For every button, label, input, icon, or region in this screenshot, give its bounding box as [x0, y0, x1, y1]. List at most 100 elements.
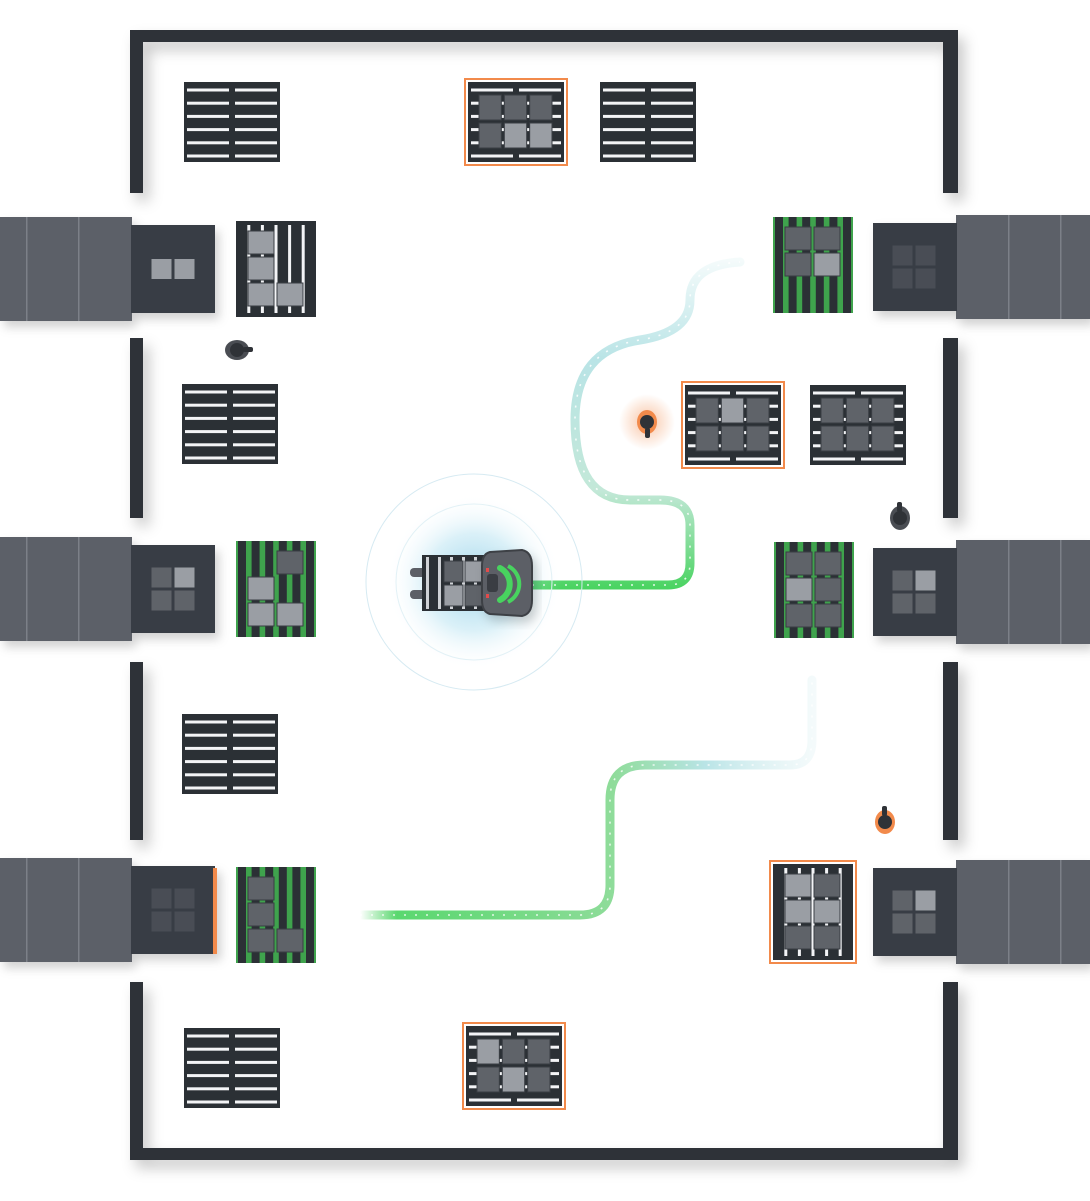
pallet-slat — [235, 154, 277, 158]
pallet-slat — [185, 430, 227, 434]
pallet-icon — [236, 221, 316, 317]
box-icon — [845, 397, 870, 424]
loading-dock-icon — [0, 537, 215, 641]
box-icon — [813, 226, 841, 251]
wall-segment — [943, 30, 958, 193]
box-icon — [784, 226, 812, 251]
pallet-slat — [235, 1100, 277, 1104]
box-icon — [151, 911, 172, 932]
worker-head — [878, 815, 892, 829]
pallet-slat — [812, 546, 816, 634]
box-icon — [151, 567, 172, 588]
pallet-slat — [235, 88, 277, 92]
box-icon — [892, 890, 913, 911]
pallet-slat — [651, 128, 693, 132]
box-icon — [529, 122, 553, 149]
box-icon — [247, 256, 275, 281]
dock-platform — [956, 860, 1090, 964]
pallet-slat — [185, 416, 227, 420]
robot-routes — [355, 257, 817, 920]
worker-head — [640, 415, 654, 429]
pallet-slat — [274, 545, 278, 633]
pallet-slat — [233, 720, 275, 724]
pallet-slat — [813, 391, 855, 395]
pallet-slat — [235, 1060, 277, 1064]
person-icon — [875, 806, 895, 834]
box-icon — [892, 913, 913, 934]
dock-platform — [956, 540, 1090, 644]
box-icon — [915, 570, 936, 591]
person-icon — [890, 502, 910, 530]
forklift-robot[interactable] — [365, 473, 583, 691]
worker-arm — [897, 502, 902, 512]
warehouse-walls — [130, 30, 958, 1160]
pallet-slat — [861, 391, 903, 395]
pallet-slat — [274, 871, 278, 959]
dock-platform-seam — [78, 217, 80, 321]
pallet-slat — [233, 416, 275, 420]
pallet-alert-outline — [769, 860, 857, 964]
route-dots — [532, 261, 741, 586]
pallet-slat — [235, 1034, 277, 1038]
pallet-alert-outline — [462, 1022, 566, 1110]
box-icon — [247, 230, 275, 255]
dock-door — [873, 223, 957, 311]
dock-platform-seam — [1060, 215, 1062, 319]
pallet-slat — [603, 154, 645, 158]
box-icon — [174, 888, 195, 909]
dock-platform — [0, 217, 132, 321]
pallet-slat — [736, 457, 778, 461]
worker-head — [893, 511, 907, 525]
dock-door — [873, 548, 957, 636]
pallet-slat — [187, 88, 229, 92]
box-icon — [720, 397, 745, 424]
dock-door — [873, 868, 957, 956]
pallet-slat — [603, 88, 645, 92]
pallet-slat — [474, 557, 477, 609]
pallet-slat — [301, 225, 305, 313]
wall-segment — [130, 30, 143, 193]
pallet-slat — [603, 141, 645, 145]
box-icon — [276, 550, 304, 575]
box-icon — [443, 584, 464, 607]
person-icon — [225, 340, 253, 360]
box-icon — [527, 1038, 551, 1065]
pallet-slat — [235, 1074, 277, 1078]
box-icon — [247, 576, 275, 601]
pallet-slat — [185, 456, 227, 460]
pallet-slat — [651, 101, 693, 105]
box-icon — [915, 890, 936, 911]
pallet-slat — [233, 430, 275, 434]
box-icon — [813, 252, 841, 277]
pallet-slat — [233, 456, 275, 460]
robot-status-arc — [497, 565, 513, 603]
pallet-slat — [187, 1074, 229, 1078]
pallet-icon — [462, 1022, 566, 1110]
box-icon — [871, 425, 895, 452]
pallet-slat — [235, 114, 277, 118]
pallet-icon — [182, 384, 278, 464]
pallet-slat — [651, 154, 693, 158]
pallet-slat — [185, 720, 227, 724]
box-icon — [892, 570, 913, 591]
pallet-slat — [288, 225, 292, 313]
box-icon — [814, 603, 842, 628]
pallet-slat — [471, 154, 513, 158]
pallet-slat — [301, 871, 305, 959]
box-icon — [814, 577, 842, 602]
pallet-icon — [464, 78, 568, 166]
pallet-slat — [811, 868, 815, 956]
pallet-slat — [235, 101, 277, 105]
pallet-base — [182, 384, 278, 464]
pallet-slat — [603, 128, 645, 132]
pallet-slat — [811, 221, 815, 309]
pallet-base — [184, 1028, 280, 1108]
box-icon — [695, 397, 719, 424]
pallet-runner — [776, 542, 784, 638]
pallet-slat — [450, 557, 453, 609]
worker-arm — [882, 806, 887, 816]
box-icon — [720, 425, 745, 452]
pallet-slat — [185, 733, 227, 737]
box-icon — [813, 873, 841, 898]
pallet-slat — [235, 1047, 277, 1051]
